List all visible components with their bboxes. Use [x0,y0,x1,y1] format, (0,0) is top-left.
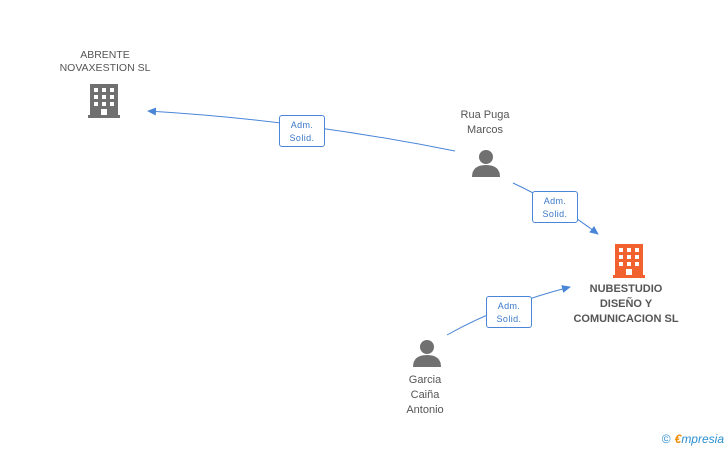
copyright-icon: © [661,432,671,446]
role-badge-line2: Solid. [496,314,522,324]
company-label-nubestudio[interactable]: NUBESTUDIO DISEÑO Y COMUNICACION SL [573,283,679,325]
building-icon[interactable] [88,84,120,118]
building-icon[interactable] [613,244,645,278]
company-label-abrente[interactable]: ABRENTE NOVAXESTION SL [59,49,151,74]
role-badge-line1: Adm. [290,120,314,130]
person-icon[interactable] [472,150,500,177]
person-label-rua[interactable]: Rua Puga Marcos [460,109,510,136]
role-badge: Adm. Solid. [486,296,532,328]
brand-initial: € [674,432,682,446]
role-badge: Adm. Solid. [279,115,325,147]
person-icon[interactable] [413,340,441,367]
role-badge-line2: Solid. [542,209,568,219]
empresia-watermark: ©€mpresia [662,432,724,446]
role-badge: Adm. Solid. [532,191,578,223]
role-badge-line2: Solid. [289,133,315,143]
role-badge-line1: Adm. [543,196,567,206]
role-badge-line1: Adm. [497,301,521,311]
person-label-garcia[interactable]: Garcia Caiña Antonio [406,374,444,416]
brand-name: mpresia [681,432,724,446]
